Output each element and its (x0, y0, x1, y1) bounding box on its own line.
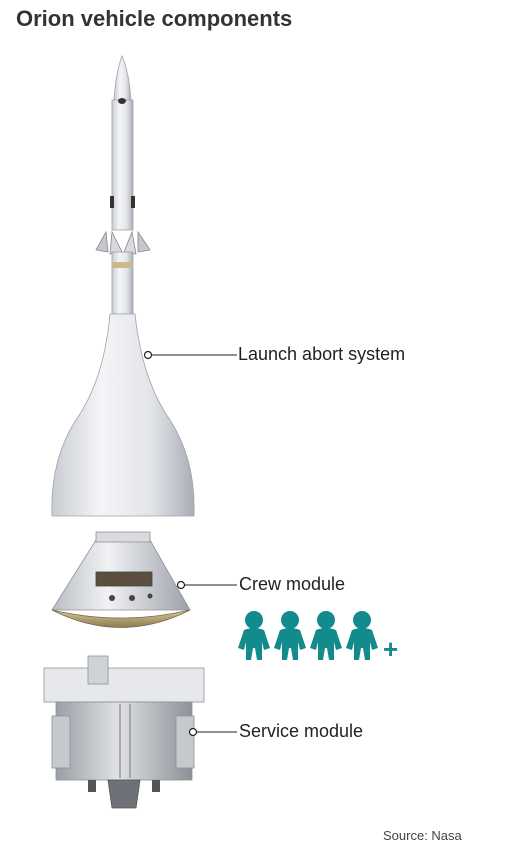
leader-dot-service-module (188, 727, 198, 737)
page-title: Orion vehicle components (16, 6, 293, 31)
astronaut-icon (346, 611, 378, 660)
launch-abort-system-graphic (51, 54, 195, 517)
astronaut-icon (310, 611, 342, 660)
launch-abort-system-label: Launch abort system (238, 344, 406, 364)
leader-dot-launch-abort (143, 350, 153, 360)
crew-icons: + (238, 611, 398, 664)
crew-module-label: Crew module (239, 574, 346, 594)
source-credit: Source: Nasa (383, 828, 462, 843)
astronaut-icon (238, 611, 270, 660)
service-module-label: Service module (239, 721, 364, 741)
crew-module-graphic (51, 531, 191, 628)
crew-icons-group: + (238, 610, 406, 666)
astronaut-icon (274, 611, 306, 660)
leader-dot-crew-module (176, 580, 186, 590)
service-module-graphic (43, 655, 205, 809)
crew-plus-symbol: + (383, 634, 398, 664)
